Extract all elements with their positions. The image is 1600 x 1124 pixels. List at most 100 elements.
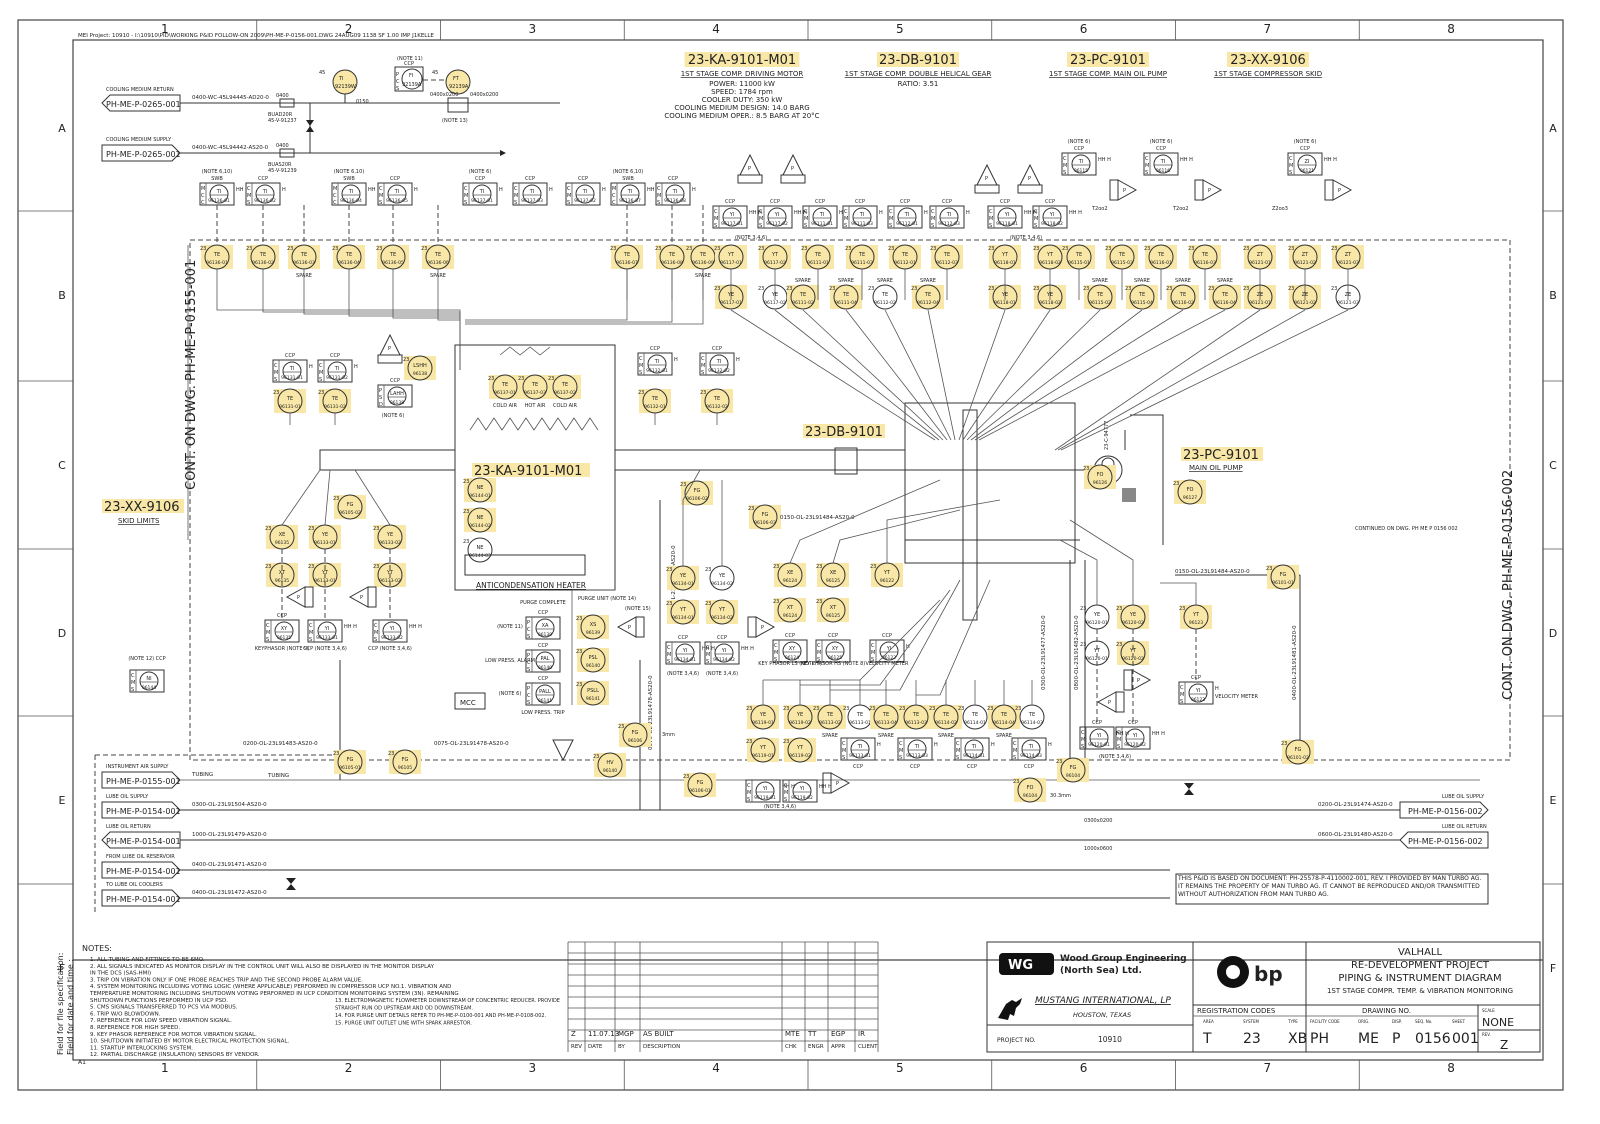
panel-code: M — [657, 193, 661, 199]
note-item: 3. TRIP ON VIBRATION ONLY IF ONE PROBE R… — [90, 977, 363, 983]
note-item: 14. FOR PURGE UNIT DETAILS REFER TO PH-M… — [335, 1013, 547, 1019]
panel-code: S — [567, 200, 570, 206]
instrument-prefix: 23 — [899, 706, 905, 712]
instrument-highlight — [247, 245, 279, 269]
instrument-function: TE — [259, 252, 266, 258]
instrument-prefix: 23 — [816, 564, 822, 570]
panel-code: C — [784, 783, 788, 789]
notes-section: NOTES: 1. ALL TUBING AND FITTINGS TO BE … — [82, 944, 560, 1058]
processor-label: P — [1208, 188, 1211, 194]
instrument-tag: 96140 — [586, 663, 600, 669]
instrument-tag: 96121-01 — [1249, 260, 1271, 266]
instrument-prefix: 23 — [714, 286, 720, 292]
pump-tag: 23-PC-9101 — [1183, 448, 1259, 463]
sensor-cable — [974, 309, 1184, 441]
instrument-highlight — [309, 525, 341, 549]
instrument-highlight — [639, 389, 671, 413]
instrument-tag: 96116-02 — [1172, 300, 1194, 306]
drawing-no-value: ME — [1358, 1031, 1379, 1047]
equipment-tag: 23-KA-9101-M01 — [688, 53, 796, 68]
instrument-tag: 96119-02 — [789, 753, 811, 759]
panel-box — [1143, 152, 1179, 176]
instrument-tag: 96136-06 — [427, 260, 449, 266]
instrument-circle — [269, 562, 295, 588]
instrument-function: YT — [796, 745, 804, 751]
panel-sublabel: CCP (NOTE 3,4,6) — [303, 646, 347, 652]
instrument-sublabel: COLD AIR — [553, 403, 578, 409]
instrument-tag: 96144-02 — [469, 523, 491, 529]
panel-code: C — [667, 645, 671, 651]
panel-code: M — [274, 370, 278, 376]
instrument-highlight — [1244, 245, 1276, 269]
instrument-function: YT — [1093, 648, 1101, 654]
heater-label: ANTICONDENSATION HEATER — [476, 581, 586, 590]
panel-circle — [535, 651, 555, 671]
instrument-circle — [915, 284, 941, 310]
instrument-function: YE — [759, 712, 766, 718]
panel-code: M — [201, 186, 205, 192]
instrument-prefix: 23 — [786, 286, 792, 292]
panel-code: S — [701, 370, 704, 376]
processor-shape — [1131, 669, 1152, 691]
oil-pump-23-PC-9101: 23-PC-9101 MAIN OIL PUMP 23-C-94777 — [1093, 414, 1263, 545]
instrument-highlight — [1267, 565, 1299, 589]
instrument-highlight — [1180, 605, 1212, 629]
registration-label: REGISTRATION CODES — [1197, 1007, 1276, 1015]
grid-col-label: 5 — [896, 1061, 904, 1075]
instrument-prefix: 23 — [618, 724, 624, 730]
instrument-prefix: 23 — [783, 706, 789, 712]
panel-function: TI — [971, 744, 977, 750]
instrument-highlight — [701, 389, 733, 413]
sensor-cable — [802, 309, 944, 441]
panel-code: S — [379, 395, 382, 401]
svg-text:0400: 0400 — [276, 93, 289, 99]
panel-code: S — [747, 797, 750, 803]
instrument-circle — [522, 374, 548, 400]
instrument-tag: 96121-02 — [1294, 260, 1316, 266]
equipment-tag-highlight — [877, 52, 959, 67]
rev-table-cell: EGP — [831, 1030, 845, 1038]
panel-alarm: H — [309, 364, 313, 370]
spare-label: SPARE — [920, 278, 936, 284]
instrument-circle — [312, 562, 338, 588]
panel-code: S — [1063, 170, 1066, 176]
company2-name: MUSTANG INTERNATIONAL, LP — [1035, 996, 1171, 1006]
processor-label: P — [1137, 678, 1140, 684]
line-number: 0150-OL-23L91484-AS20-0 — [780, 515, 855, 521]
panel-note: (NOTE 3,4,6) — [1099, 754, 1131, 760]
instrument-function: TE — [1118, 252, 1125, 258]
instrument-sublabel: HOT AIR — [525, 403, 546, 409]
instrument-highlight — [1034, 245, 1066, 269]
equipment-spec: POWER: 11000 kW — [709, 80, 775, 88]
instrument-circle — [1270, 564, 1296, 590]
panel-function: XY — [789, 646, 796, 652]
equipment-tag-highlight — [1067, 52, 1149, 67]
processor-label: P — [1338, 188, 1341, 194]
panel-tag: 96141 — [538, 698, 552, 704]
panel-alarm: HH H — [1180, 157, 1193, 163]
grid-col-label: 6 — [1080, 22, 1088, 36]
panel-location: CCP — [390, 378, 400, 384]
panel-box — [1115, 726, 1151, 750]
instrument-tag: 96106-02 — [686, 496, 708, 502]
processor-base — [1115, 691, 1125, 713]
panel-code: C — [1289, 156, 1293, 162]
panel-code: S — [131, 687, 134, 693]
panel-code: C — [1180, 685, 1184, 691]
panel-code: M — [1180, 692, 1184, 698]
sensor-cable — [763, 579, 991, 696]
rev-table-header: CLIENT — [858, 1044, 878, 1050]
panel-circle — [255, 184, 275, 204]
instrument-prefix: 23 — [548, 376, 554, 382]
panel-function: YI — [799, 786, 805, 792]
instrument-sublabel: COLD AIR — [493, 403, 518, 409]
